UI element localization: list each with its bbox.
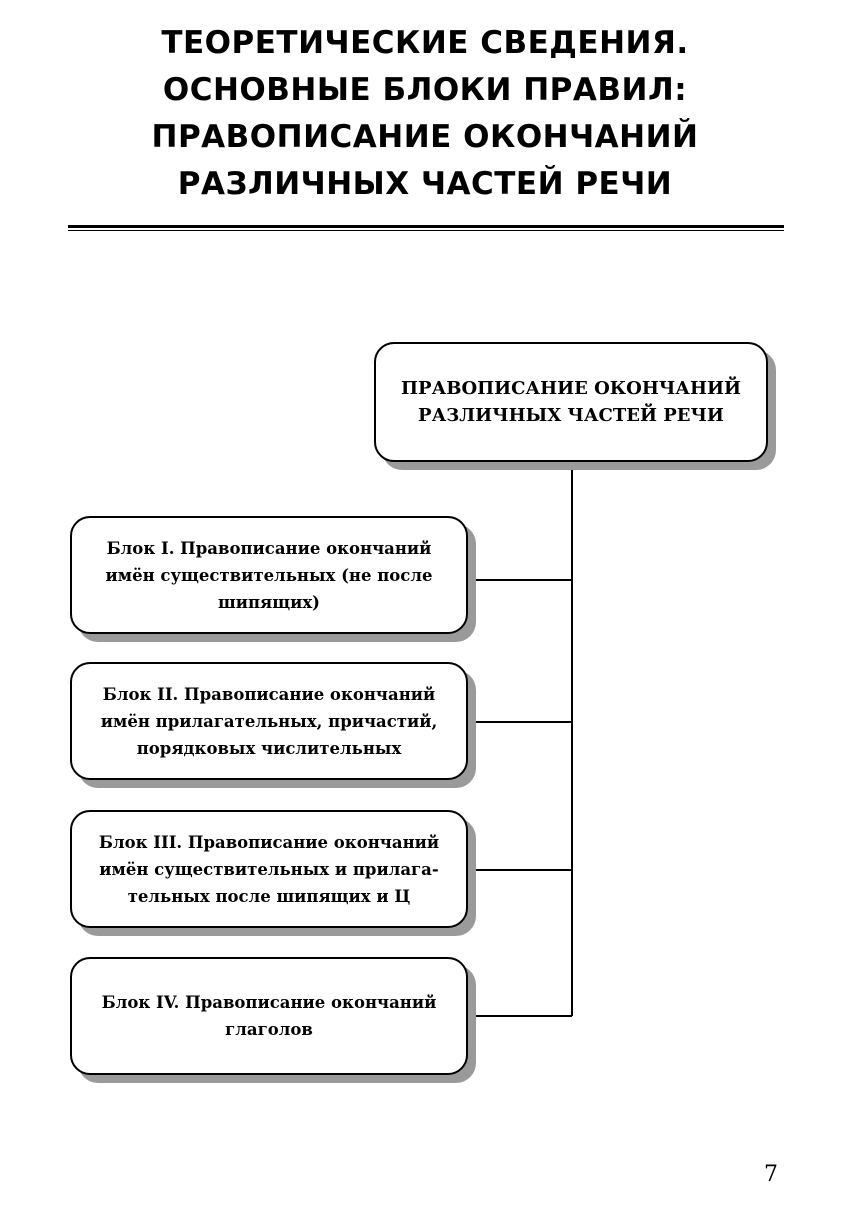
heading-line-2: ОСНОВНЫЕ БЛОКИ ПРАВИЛ: xyxy=(162,72,688,108)
block-4-line-2: глаголов xyxy=(225,1020,313,1039)
block-2-line-3: порядковых числительных xyxy=(136,738,402,758)
heading-rule-thin xyxy=(68,230,784,231)
page-number: 7 xyxy=(764,1162,778,1187)
block-3-node: Блок III. Правописание окончаний имён су… xyxy=(70,810,468,928)
heading-rule-thick xyxy=(68,225,784,228)
block-4-node: Блок IV. Правописание окончаний глаголов xyxy=(70,957,468,1075)
block-2-line-1: Блок II. Правописание окончаний xyxy=(102,684,436,704)
block-4-line-1: Блок IV. Правописание окончаний xyxy=(101,993,437,1012)
block-3-line-2: имён существительных и прилага- xyxy=(99,859,439,879)
root-node-line-2: РАЗЛИЧНЫХ ЧАСТЕЙ РЕЧИ xyxy=(418,405,724,426)
block-2-node: Блок II. Правописание окончаний имён при… xyxy=(70,662,468,780)
heading-line-3: ПРАВОПИСАНИЕ ОКОНЧАНИЙ xyxy=(151,119,699,155)
root-node: ПРАВОПИСАНИЕ ОКОНЧАНИЙ РАЗЛИЧНЫХ ЧАСТЕЙ … xyxy=(374,342,768,462)
block-1-node: Блок I. Правописание окончаний имён суще… xyxy=(70,516,468,634)
heading-line-1: ТЕОРЕТИЧЕСКИЕ СВЕДЕНИЯ. xyxy=(161,25,689,61)
block-1-line-1: Блок I. Правописание окончаний xyxy=(106,538,432,558)
root-node-line-1: ПРАВОПИСАНИЕ ОКОНЧАНИЙ xyxy=(401,378,741,399)
heading-line-4: РАЗЛИЧНЫХ ЧАСТЕЙ РЕЧИ xyxy=(177,166,673,202)
block-1-line-2: имён существительных (не после xyxy=(105,565,433,585)
page-heading: ТЕОРЕТИЧЕСКИЕ СВЕДЕНИЯ. ОСНОВНЫЕ БЛОКИ П… xyxy=(0,20,850,208)
block-3-line-3: тельных после шипящих и Ц xyxy=(127,886,411,906)
block-2-line-2: имён прилагательных, причастий, xyxy=(100,711,438,731)
block-1-line-3: шипящих) xyxy=(218,592,320,612)
block-3-line-1: Блок III. Правописание окончаний xyxy=(98,832,440,852)
